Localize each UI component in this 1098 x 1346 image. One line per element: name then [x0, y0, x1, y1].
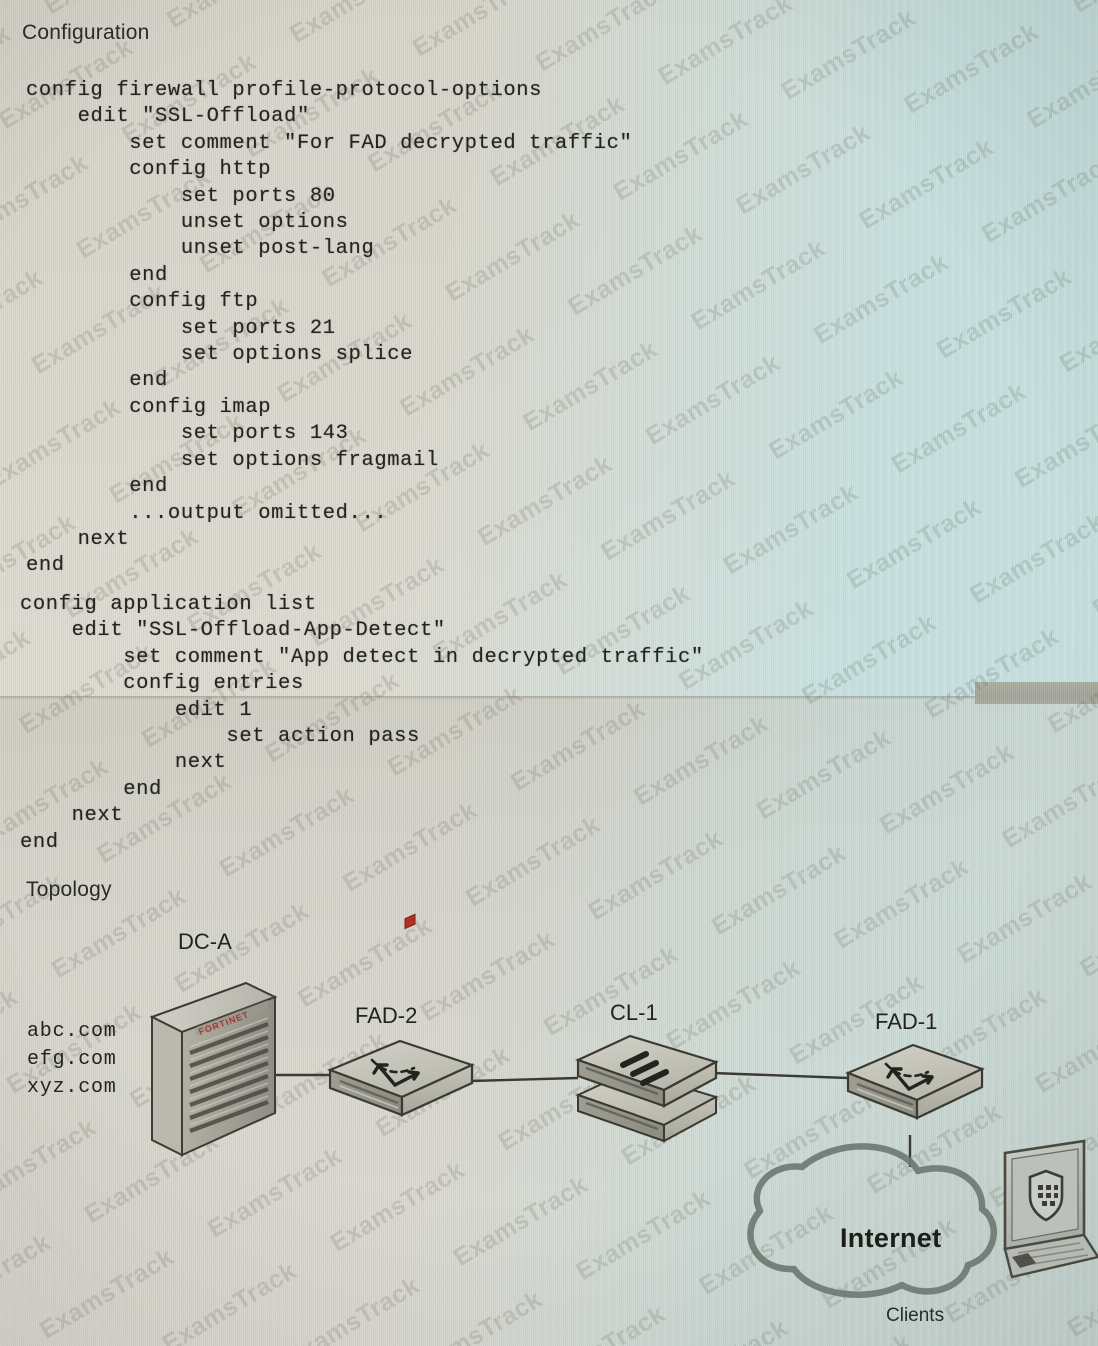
node-clients-laptop — [1003, 1139, 1098, 1279]
internet-cloud — [747, 1143, 998, 1298]
link-fad2-cl1 — [469, 1076, 579, 1083]
status-led-fad-2 — [404, 913, 416, 930]
node-fad-1-appliance — [845, 1043, 985, 1120]
link-cl1-fad1 — [711, 1071, 849, 1080]
node-cl-1-stacked-appliance — [575, 1034, 719, 1143]
cli-config-profile-protocol-options: config firewall profile-protocol-options… — [26, 79, 633, 578]
section-title-topology: Topology — [26, 878, 112, 901]
node-fad-2-appliance — [327, 913, 475, 1117]
topology-diagram: DC-A FAD-2 CL-1 FAD-1 abc.com efg.com xy… — [0, 905, 1098, 1346]
shield-icon — [1028, 1169, 1064, 1222]
node-dc-a-server-rack: FORTINET — [149, 981, 278, 1157]
cli-config-application-list: config application list edit "SSL-Offloa… — [20, 593, 704, 854]
section-title-configuration: Configuration — [22, 21, 150, 44]
topology-svg: FORTINET — [149, 913, 1098, 1298]
